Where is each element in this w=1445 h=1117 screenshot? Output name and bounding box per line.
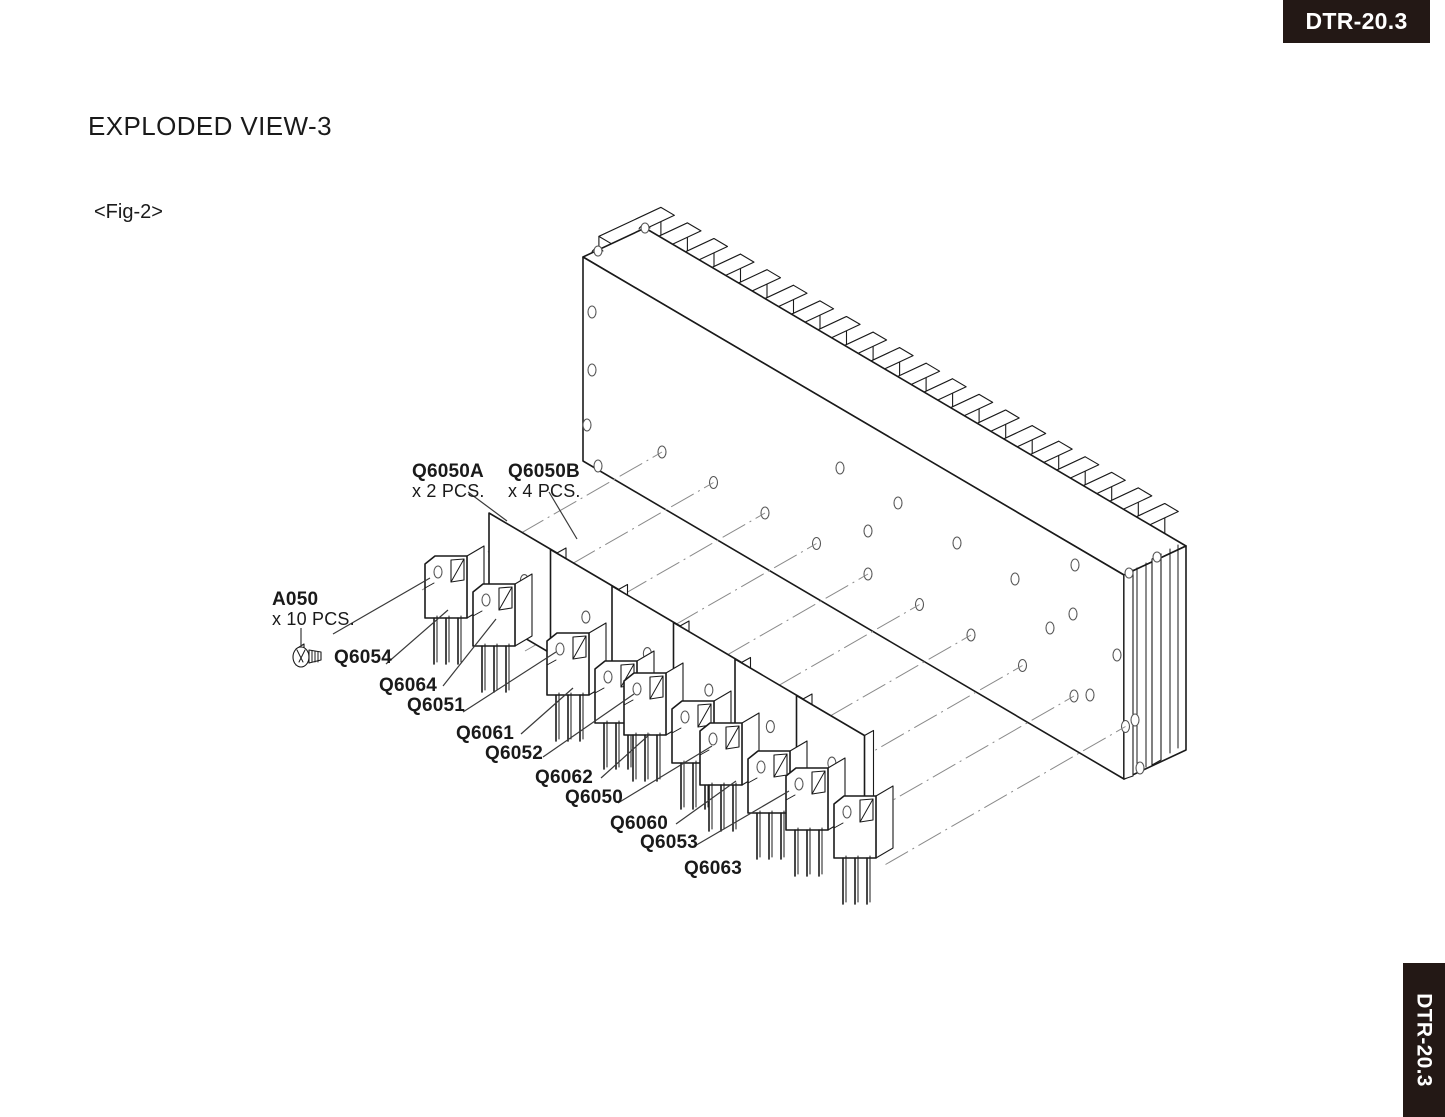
callout-part-number: A050 <box>272 589 319 610</box>
callout-part-number: Q6050A <box>412 461 484 482</box>
callout-part-number: Q6064 <box>379 675 438 696</box>
callout-q6064: Q6064 <box>379 676 437 696</box>
callout-quantity: x 10 PCS. <box>272 608 355 629</box>
power-transistors <box>424 545 894 905</box>
mounting-screw-a050 <box>292 628 322 668</box>
callout-part-number: Q6060 <box>610 813 669 834</box>
callout-quantity: x 2 PCS. <box>412 480 485 501</box>
callout-part-number: Q6062 <box>535 767 594 788</box>
callout-q6063: Q6063 <box>684 859 742 879</box>
power-transistor <box>472 573 533 693</box>
corner-tab-top-label: DTR-20.3 <box>1305 8 1408 34</box>
power-transistor <box>623 662 684 782</box>
figure-label: <Fig-2> <box>94 201 163 223</box>
corner-tab-top: DTR-20.3 <box>1283 0 1430 43</box>
callout-part-number: Q6051 <box>407 695 466 716</box>
callout-part-number: Q6050B <box>508 461 580 482</box>
callout-q6053: Q6053 <box>640 833 698 853</box>
callout-part-number: Q6061 <box>456 723 515 744</box>
corner-tab-side: DTR-20.3 <box>1403 963 1445 1117</box>
callout-part-number: Q6053 <box>640 832 699 853</box>
callout-part-number: Q6054 <box>334 647 393 668</box>
callout-part-number: Q6050 <box>565 787 624 808</box>
callout-q6052: Q6052 <box>485 744 543 764</box>
page-title: EXPLODED VIEW-3 <box>88 111 332 141</box>
callout-q6061: Q6061 <box>456 724 514 744</box>
callout-q6054: Q6054 <box>334 648 392 668</box>
callout-part-number: Q6063 <box>684 858 743 879</box>
callout-q6051: Q6051 <box>407 696 465 716</box>
callout-leader-lines <box>332 491 790 848</box>
power-transistor <box>833 785 894 905</box>
callout-q6050: Q6050 <box>565 788 623 808</box>
callout-q6062: Q6062 <box>535 768 593 788</box>
heatsink-right-end <box>1123 544 1187 780</box>
callout-quantity: x 4 PCS. <box>508 480 581 501</box>
callout-part-number: Q6052 <box>485 743 544 764</box>
callout-q6060: Q6060 <box>610 814 668 834</box>
power-transistor <box>785 757 846 877</box>
heatsink-corner-notch <box>591 222 651 257</box>
